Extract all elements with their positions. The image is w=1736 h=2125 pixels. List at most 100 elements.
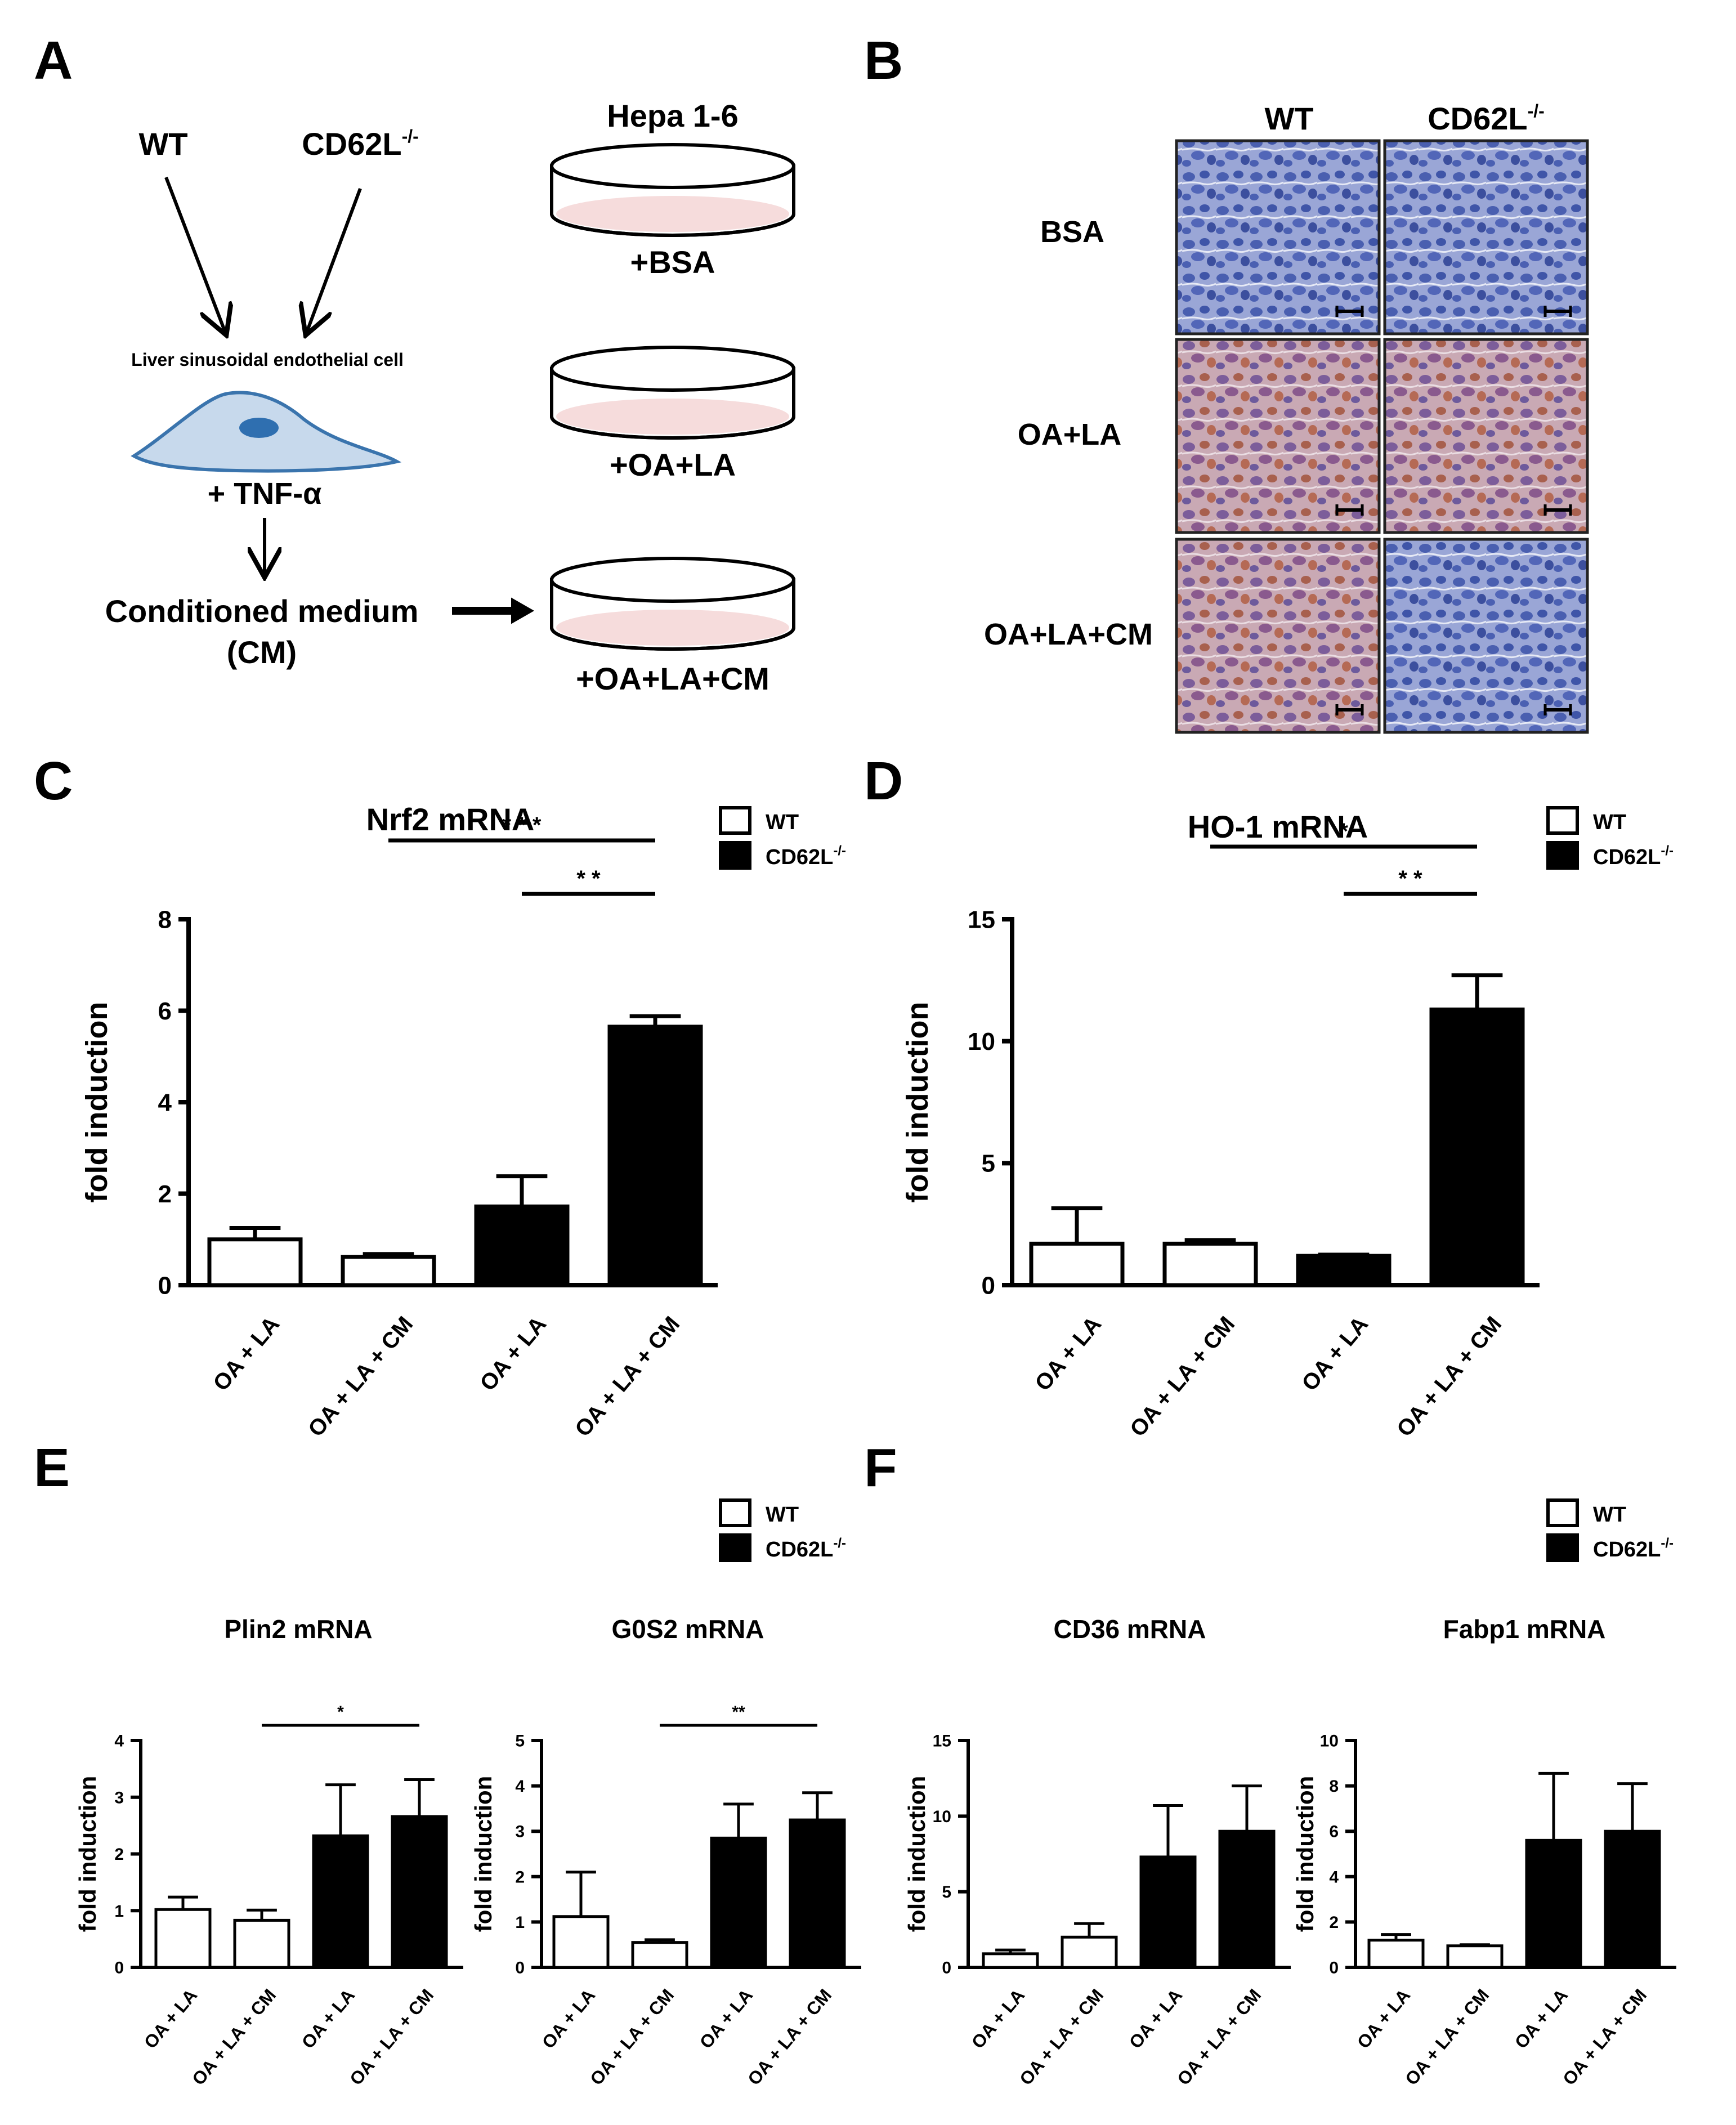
- y-tick-label: 0: [982, 1272, 995, 1299]
- significance-label: *: [1339, 819, 1348, 844]
- chart-title: HO-1 mRNA: [1188, 809, 1368, 844]
- bar: [710, 1836, 767, 1969]
- y-tick-label: 6: [1329, 1823, 1339, 1841]
- bar: [1367, 1939, 1425, 1969]
- x-tick-label: OA + LA + CM: [744, 1985, 835, 2089]
- ko-label-text: CD62L: [302, 126, 401, 162]
- y-tick-label: 0: [158, 1272, 172, 1299]
- dish-rim: [550, 557, 795, 603]
- dish-medium: [556, 196, 789, 232]
- x-tick-label: OA + LA + CM: [1173, 1985, 1265, 2089]
- bar: [1139, 1855, 1197, 1969]
- panel-letter-c: C: [34, 751, 73, 811]
- legend-label-wt: WT: [1593, 1503, 1626, 1527]
- x-tick-label: OA + LA + CM: [1559, 1985, 1650, 2089]
- dish-label: +BSA: [630, 244, 715, 280]
- bar: [1429, 1007, 1525, 1287]
- x-tick-label: OA + LA + CM: [1392, 1312, 1506, 1442]
- x-tick-label: OA + LA: [475, 1312, 551, 1396]
- ko-arrow: [307, 187, 362, 332]
- y-tick-label: 15: [968, 906, 995, 933]
- b-row-label-oa-la: OA+LA: [1018, 418, 1122, 451]
- x-tick-label: OA + LA: [1511, 1985, 1572, 2052]
- x-tick-label: OA + LA + CM: [1401, 1985, 1493, 2089]
- legend-swatch-ko: [1546, 1533, 1579, 1562]
- x-tick-label: OA + LA: [208, 1312, 284, 1396]
- b-col-header-wt: WT: [1264, 101, 1313, 136]
- legend-swatch-wt: [1546, 806, 1579, 835]
- x-tick-label: OA + LA + CM: [1015, 1985, 1107, 2089]
- micrograph-tile: [1383, 538, 1589, 734]
- legend-label-ko-sup: -/-: [833, 1536, 846, 1551]
- micrograph-tile: [1383, 338, 1589, 534]
- bar: [1296, 1254, 1392, 1287]
- cm-label-line1: Conditioned medium: [105, 593, 419, 629]
- chart-title: Fabp1 mRNA: [1443, 1614, 1606, 1644]
- y-tick-label: 1: [515, 1913, 525, 1932]
- y-tick-label: 0: [1329, 1959, 1339, 1978]
- legend-label-ko-sup: -/-: [1661, 1536, 1674, 1551]
- panel-letter-d: D: [864, 751, 903, 811]
- cell-nucleus-icon: [239, 418, 279, 438]
- wt-label: WT: [138, 126, 187, 162]
- hepa-label: Hepa 1-6: [607, 98, 738, 133]
- micrograph-image: [1383, 538, 1589, 734]
- x-tick-label: OA + LA + CM: [586, 1985, 678, 2089]
- legend-label-ko-text: CD62L: [1593, 845, 1661, 869]
- y-tick-label: 1: [114, 1902, 124, 1921]
- x-tick-label: OA + LA: [968, 1985, 1029, 2052]
- bar: [789, 1818, 846, 1969]
- micrograph-image: [1175, 139, 1381, 335]
- dish-base: [550, 416, 795, 440]
- legend-swatch-wt: [719, 1498, 751, 1527]
- panel-letter-b: B: [864, 30, 903, 91]
- y-tick-label: 8: [1329, 1777, 1339, 1796]
- culture-dish-icon: +OA+LA: [550, 346, 795, 482]
- micrograph-image: [1383, 338, 1589, 534]
- x-tick-label: OA + LA + CM: [1125, 1312, 1240, 1442]
- x-tick-label: OA + LA: [1125, 1985, 1187, 2052]
- wt-arrow: [164, 176, 225, 332]
- bar: [207, 1237, 303, 1287]
- y-tick-label: 3: [515, 1823, 525, 1841]
- dish-rim: [550, 346, 795, 392]
- significance-label: **: [732, 1703, 745, 1721]
- bar: [1029, 1241, 1125, 1287]
- panel-a: A WT CD62L-/- Liver sinusoidal endotheli…: [34, 30, 739, 670]
- bar: [312, 1834, 369, 1969]
- y-tick-label: 10: [1320, 1732, 1339, 1751]
- y-tick-label: 2: [1329, 1913, 1339, 1932]
- y-tick-label: 10: [933, 1808, 951, 1826]
- bar: [1061, 1935, 1118, 1969]
- bar: [982, 1952, 1039, 1969]
- legend-label-wt: WT: [766, 1503, 799, 1527]
- bar: [1604, 1829, 1661, 1969]
- x-tick-label: OA + LA + CM: [346, 1985, 437, 2089]
- legend-swatch-ko: [1546, 841, 1579, 870]
- dish-label: +OA+LA+CM: [576, 661, 769, 696]
- b-row-label-oa-la-cm: OA+LA+CM: [984, 618, 1153, 651]
- culture-dish-icon: +BSA: [550, 143, 795, 280]
- chart-title: Nrf2 mRNA: [366, 802, 535, 837]
- ko-label-sup: -/-: [402, 126, 419, 146]
- b-col-header-ko: CD62L-/-: [1428, 101, 1545, 136]
- bar: [1162, 1241, 1258, 1287]
- bar: [1525, 1838, 1582, 1969]
- y-tick-label: 2: [114, 1845, 124, 1864]
- legend-label-ko-sup: -/-: [833, 843, 846, 858]
- legend-swatch-ko: [719, 1533, 751, 1562]
- dish-medium: [556, 399, 789, 435]
- bar: [552, 1915, 610, 1969]
- y-tick-label: 3: [114, 1788, 124, 1807]
- micrograph-tile: [1175, 338, 1381, 534]
- b-col-header-ko-sup: -/-: [1528, 101, 1545, 121]
- x-tick-label: OA + LA: [1353, 1985, 1415, 2052]
- y-tick-label: 5: [515, 1732, 525, 1751]
- legend-swatch-wt: [1546, 1498, 1579, 1527]
- x-tick-label: OA + LA: [140, 1985, 202, 2052]
